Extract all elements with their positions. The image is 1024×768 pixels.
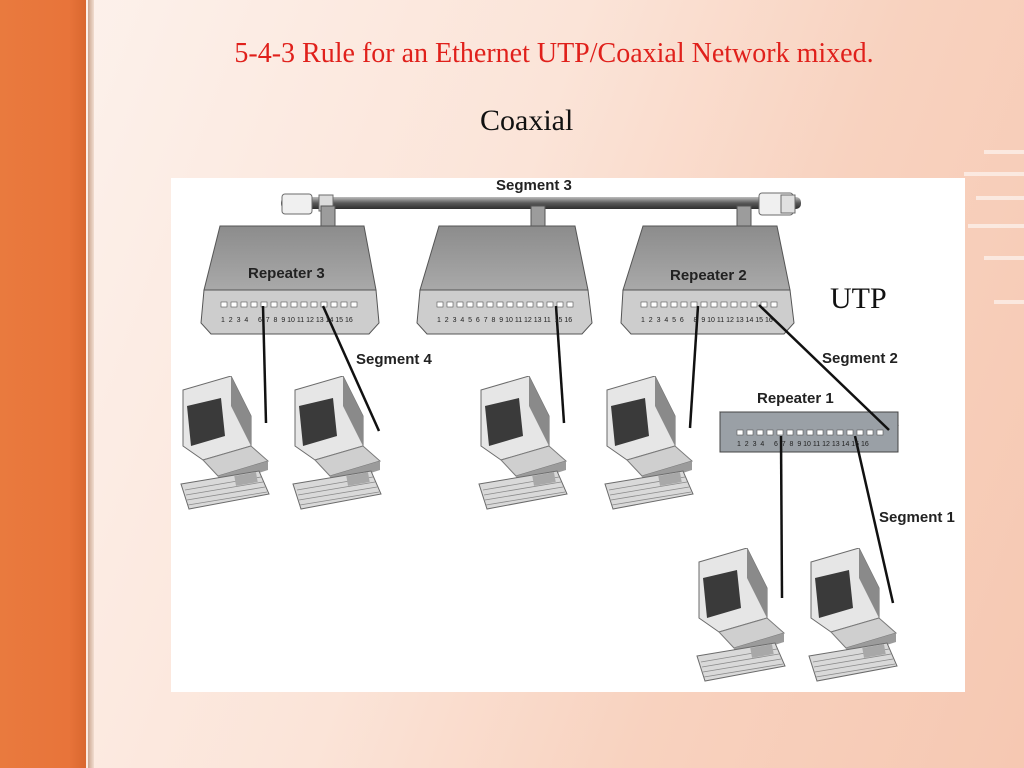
left-accent-bar <box>0 0 86 768</box>
utp-label: UTP <box>830 282 887 315</box>
repeater-3-label: Repeater 3 <box>248 265 325 282</box>
left-divider-line <box>88 0 94 768</box>
decor-stripe <box>964 172 1024 176</box>
repeater-3-port-numbers: 1 2 3 4 6 7 8 9 10 11 12 13 14 15 16 <box>221 317 353 324</box>
segment-2-label: Segment 2 <box>822 350 898 367</box>
decor-stripe <box>968 224 1024 228</box>
segment-1-label: Segment 1 <box>879 509 955 526</box>
decor-stripe <box>976 196 1024 200</box>
computer-5 <box>696 548 786 682</box>
computer-4 <box>604 376 694 510</box>
slide-title: 5-4-3 Rule for an Ethernet UTP/Coaxial N… <box>234 38 874 69</box>
decor-stripe <box>984 256 1024 260</box>
decor-stripe <box>994 300 1024 304</box>
repeater-1 <box>719 411 899 453</box>
repeater-2-label: Repeater 2 <box>670 267 747 284</box>
decor-stripe <box>984 150 1024 154</box>
repeater-middle <box>416 225 593 335</box>
computer-3 <box>478 376 568 510</box>
repeater-middle-port-numbers: 1 2 3 4 5 6 7 8 9 10 11 12 13 11 15 16 <box>437 317 572 324</box>
utp-cables <box>261 304 895 604</box>
network-diagram: Segment 3 Repeater 3 Repeater 2 Segment … <box>171 178 965 692</box>
computer-2 <box>292 376 382 510</box>
coaxial-backbone <box>281 192 801 229</box>
repeater-1-port-numbers: 1 2 3 4 6 7 8 9 10 11 12 13 14 15 16 <box>737 441 869 448</box>
repeater-1-label: Repeater 1 <box>757 390 834 407</box>
segment-3-label: Segment 3 <box>496 178 572 194</box>
segment-4-label: Segment 4 <box>356 351 433 368</box>
repeater-2-port-numbers: 1 2 3 4 5 6 8 9 10 11 12 13 14 15 16 <box>641 317 773 324</box>
computer-1 <box>180 376 270 510</box>
repeater-3 <box>200 225 380 335</box>
coaxial-label: Coaxial <box>480 104 574 137</box>
repeater-2 <box>620 225 795 335</box>
